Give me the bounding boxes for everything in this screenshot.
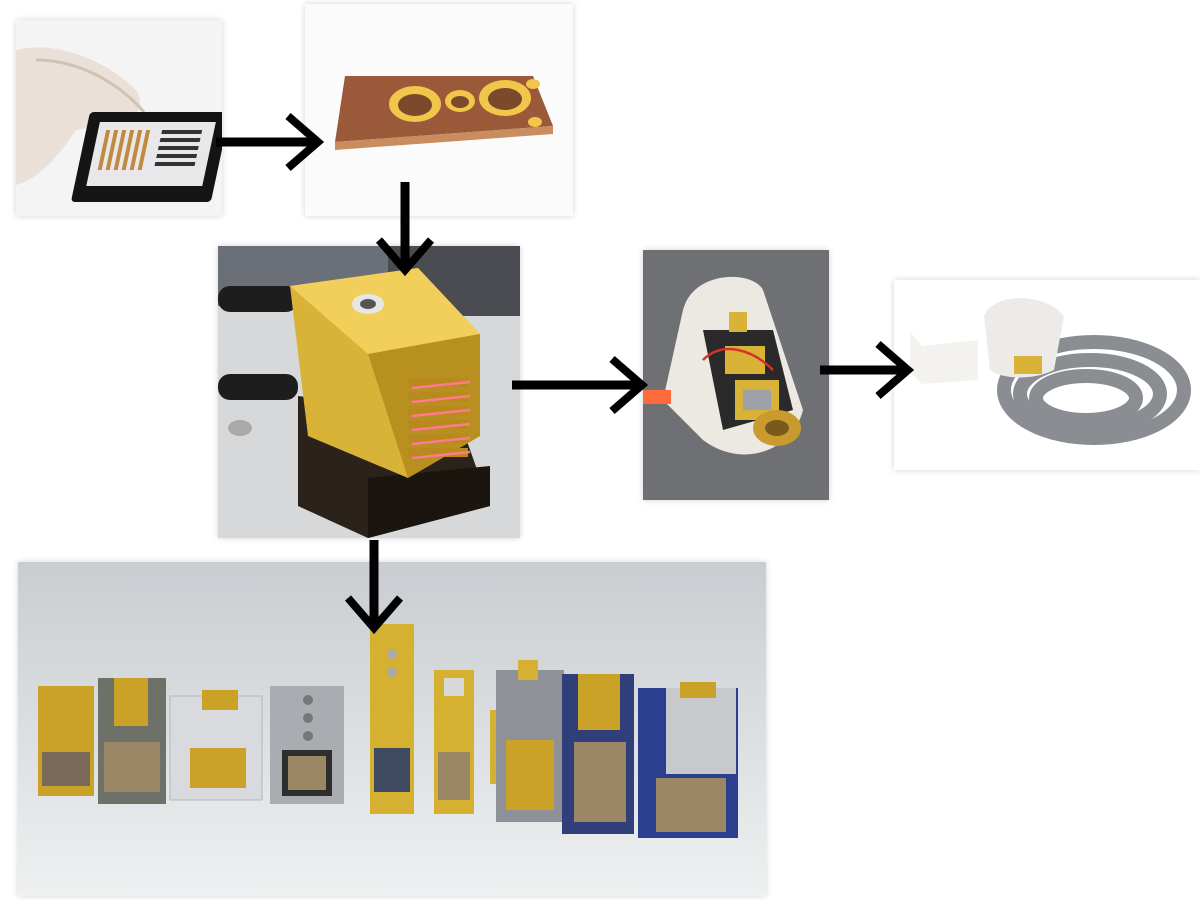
step-finished-handpiece <box>894 280 1200 470</box>
arrow-chip-wafer-to-copper-heatsink-plate <box>216 112 325 172</box>
step-module-variants <box>18 562 766 896</box>
arrow-laser-stack-module-to-handpiece-interior <box>512 355 649 415</box>
arrow-head <box>609 355 649 415</box>
gold-laser-stack-icon <box>218 246 520 538</box>
laser-module-lineup-icon <box>18 562 766 896</box>
handpiece-with-cable-icon <box>894 280 1200 470</box>
step-copper-heatsink-plate <box>305 4 573 216</box>
copper-plate-icon <box>305 4 573 216</box>
handpiece-open-icon <box>643 250 829 500</box>
step-laser-stack-module <box>218 246 520 538</box>
laser-chip-on-wafer-icon <box>16 20 222 216</box>
step-handpiece-interior <box>643 250 829 500</box>
step-chip-wafer <box>16 20 222 216</box>
